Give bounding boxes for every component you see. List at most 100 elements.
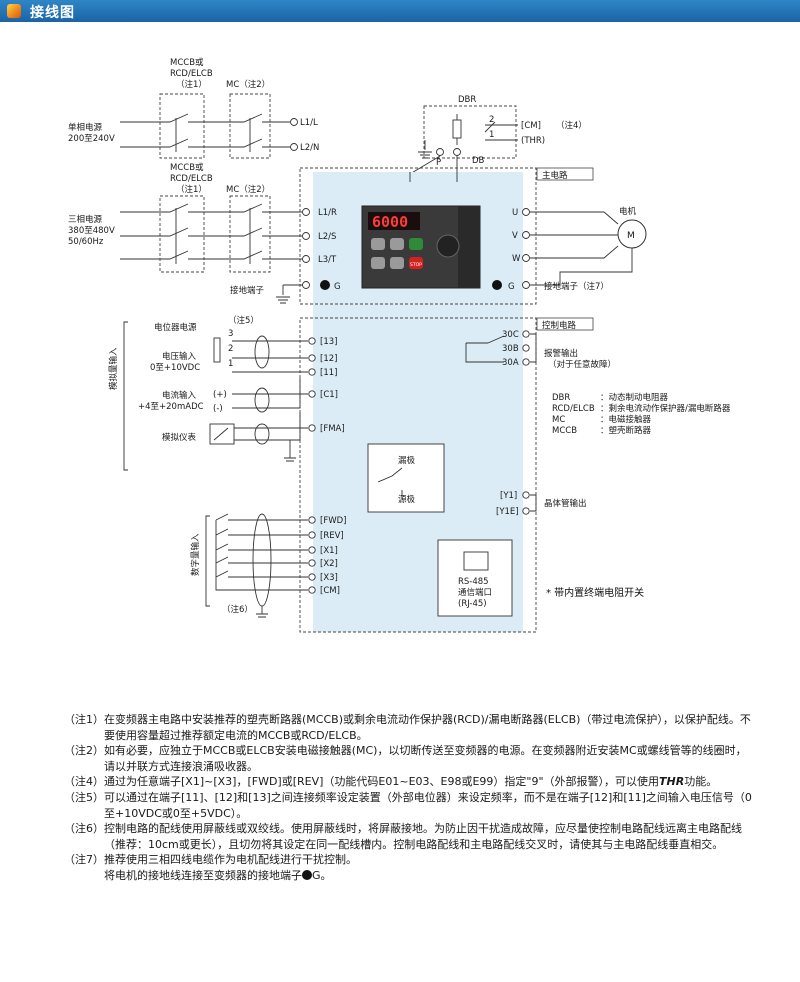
wiring-diagram: DBR （注4） 2 1 [CM] (THR) P DB P DB 主电路 控制… — [68, 57, 731, 633]
terminal-x1: [X1] — [320, 546, 338, 556]
rs485-label-2: 通信端口 — [458, 587, 492, 598]
motor-label: 电机 — [619, 206, 637, 217]
note-label: （注2） — [64, 744, 104, 758]
note4-text-main: 通过为任意端子[X1]~[X3]，[FWD]或[REV]（功能代码E01~E03… — [104, 775, 660, 789]
terminal-l2n: L2/N — [300, 143, 319, 153]
mc-mid-label: MC（注2） — [226, 184, 270, 195]
mccb-mid-label-1: MCCB或 — [170, 162, 204, 173]
note-5: （注5） 可以通过在端子[11]、[12]和[13]之间连接频率设定装置（外部电… — [64, 790, 754, 821]
rj45-connector-icon[interactable] — [463, 551, 489, 571]
sink-source-switch[interactable] — [367, 443, 445, 513]
digital-input-label: 数字量输入 — [190, 533, 201, 576]
legend-value-mc: ：电磁接触器 — [600, 414, 652, 425]
note4-text-tail: 功能。 — [684, 775, 718, 789]
terminal-w: W — [512, 254, 521, 264]
terminal-13: [13] — [320, 337, 337, 347]
rs485-label-3: (RJ-45) — [458, 599, 487, 609]
ground-terminal-label: 接地端子 — [230, 285, 265, 296]
header-logo-icon — [7, 4, 21, 18]
thr-output: (THR) — [521, 136, 545, 146]
note-label: （注5） — [64, 790, 104, 804]
terminal-30c: 30C — [502, 330, 519, 340]
three-phase-label-1: 三相电源 — [68, 214, 103, 225]
note-text: 推荐使用三相四线电缆作为电机配线进行干扰控制。 — [104, 853, 357, 867]
note-label: （注1） — [64, 713, 104, 726]
keypad-button-down[interactable] — [390, 257, 404, 269]
alarm-output-label-1: 报警输出 — [544, 348, 578, 359]
motor-m: M — [627, 231, 635, 241]
page-header: 接线图 — [0, 0, 800, 22]
terminal-u: U — [512, 208, 518, 218]
three-phase-label-2: 380至480V — [68, 226, 115, 236]
transistor-output-label: 晶体管输出 — [544, 498, 587, 509]
terminal-30a: 30A — [502, 358, 519, 368]
voltage-input-label-2: 0至+10VDC — [150, 363, 200, 373]
terminal-fma: [FMA] — [320, 424, 345, 434]
single-phase-label-2: 200至240V — [68, 134, 115, 144]
keypad-button-function[interactable] — [371, 257, 385, 269]
legend-value-dbr: ：动态制动电阻器 — [600, 392, 669, 403]
ground-symbol-inline-icon — [302, 869, 312, 880]
mccb-mid-label-3: （注1） — [176, 184, 207, 195]
note-label: （注4） — [64, 775, 104, 789]
potentiometer-knob[interactable] — [436, 234, 460, 258]
control-circuit-box — [299, 317, 537, 633]
note-text: 可以通过在端子[11]、[12]和[13]之间连接频率设定装置（外部电位器）来设… — [104, 790, 752, 820]
note-text: 控制电路的配线使用屏蔽线或双绞线。使用屏蔽线时，将屏蔽接地。为防止因干扰造成故障… — [104, 822, 742, 851]
legend-value-rcd: ：剩余电流动作保护器/漏电断路器 — [600, 403, 731, 414]
mccb-mid-label-2: RCD/ELCB — [170, 174, 213, 184]
keypad-button-run[interactable] — [409, 238, 423, 250]
mccb-top-label-1: MCCB或 — [170, 57, 204, 68]
cm-output: [CM] — [521, 121, 541, 131]
alarm-output-label-2: （对于任意故障） — [548, 359, 616, 370]
keypad-display: 6000 — [372, 213, 408, 231]
note-2: （注2） 如有必要，应独立于MCCB或ELCB安装电磁接触器(MC)，以切断传送… — [64, 743, 754, 774]
source-label: 源极 — [398, 494, 416, 505]
analog-input-label: 模拟量输入 — [108, 347, 119, 390]
note6-ref: （注6） — [222, 604, 253, 615]
legend-key-mccb: MCCB — [552, 426, 577, 436]
terminal-l2s: L2/S — [318, 232, 336, 242]
terminator-note: * 带内置终端电阻开关 — [546, 586, 644, 599]
terminal-g-right: G — [508, 282, 515, 292]
notes-section: （注1） 在变频器主电路中安装推荐的塑壳断路器(MCCB)或剩余电流动作保护器(… — [64, 712, 754, 884]
mccb-top-label-2: RCD/ELCB — [170, 69, 213, 79]
dbr-label: DBR — [458, 95, 476, 105]
note-6: （注6） 控制电路的配线使用屏蔽线或双绞线。使用屏蔽线时，将屏蔽接地。为防止因干… — [64, 821, 754, 852]
motor-ground-label: 接地端子（注7） — [544, 281, 609, 292]
current-input-label-2: +4至+20mADC — [138, 402, 204, 412]
terminal-fwd: [FWD] — [320, 516, 346, 526]
keypad-button-program[interactable] — [371, 238, 385, 250]
terminal-l3t: L3/T — [318, 255, 337, 265]
terminal-g-left: G — [334, 282, 341, 292]
legend-key-dbr: DBR — [552, 393, 570, 403]
dbr-box — [423, 105, 517, 159]
note7-extra-tail: G。 — [312, 868, 332, 882]
legend-key-mc: MC — [552, 415, 565, 425]
main-circuit-label: 主电路 — [542, 170, 568, 181]
keypad-button-stop[interactable] — [409, 257, 423, 269]
analog-meter-label: 模拟仪表 — [162, 432, 197, 443]
terminal-x2: [X2] — [320, 559, 338, 569]
pot-2: 2 — [228, 344, 233, 354]
note-7: （注7） 推荐使用三相四线电缆作为电机配线进行干扰控制。 — [64, 852, 754, 868]
analog-meter-icon — [209, 423, 235, 445]
legend-value-mccb: ：塑壳断路器 — [600, 425, 652, 436]
ground-symbol-icon — [320, 280, 330, 290]
terminal-c1: [C1] — [320, 390, 338, 400]
keypad-button-up[interactable] — [390, 238, 404, 250]
terminal-v: V — [512, 231, 518, 241]
terminal-y1: [Y1] — [500, 491, 517, 501]
terminal-l1r: L1/R — [318, 208, 337, 218]
note5-ref: （注5） — [228, 315, 259, 326]
note-1: （注1） 在变频器主电路中安装推荐的塑壳断路器(MCCB)或剩余电流动作保护器(… — [64, 712, 754, 743]
thr-emphasis: THR — [659, 775, 685, 789]
note-text: 如有必要，应独立于MCCB或ELCB安装电磁接触器(MC)，以切断传送至变频器的… — [104, 744, 747, 773]
terminal-x3: [X3] — [320, 573, 338, 583]
current-minus: (-) — [213, 404, 223, 414]
mc-top-label: MC（注2） — [226, 79, 270, 90]
pot-power-label: 电位器电源 — [154, 322, 197, 333]
voltage-input-label-1: 电压输入 — [162, 351, 197, 362]
control-circuit-label: 控制电路 — [542, 320, 577, 331]
note-text: 通过为任意端子[X1]~[X3]，[FWD]或[REV]（功能代码E01~E03… — [104, 774, 754, 790]
